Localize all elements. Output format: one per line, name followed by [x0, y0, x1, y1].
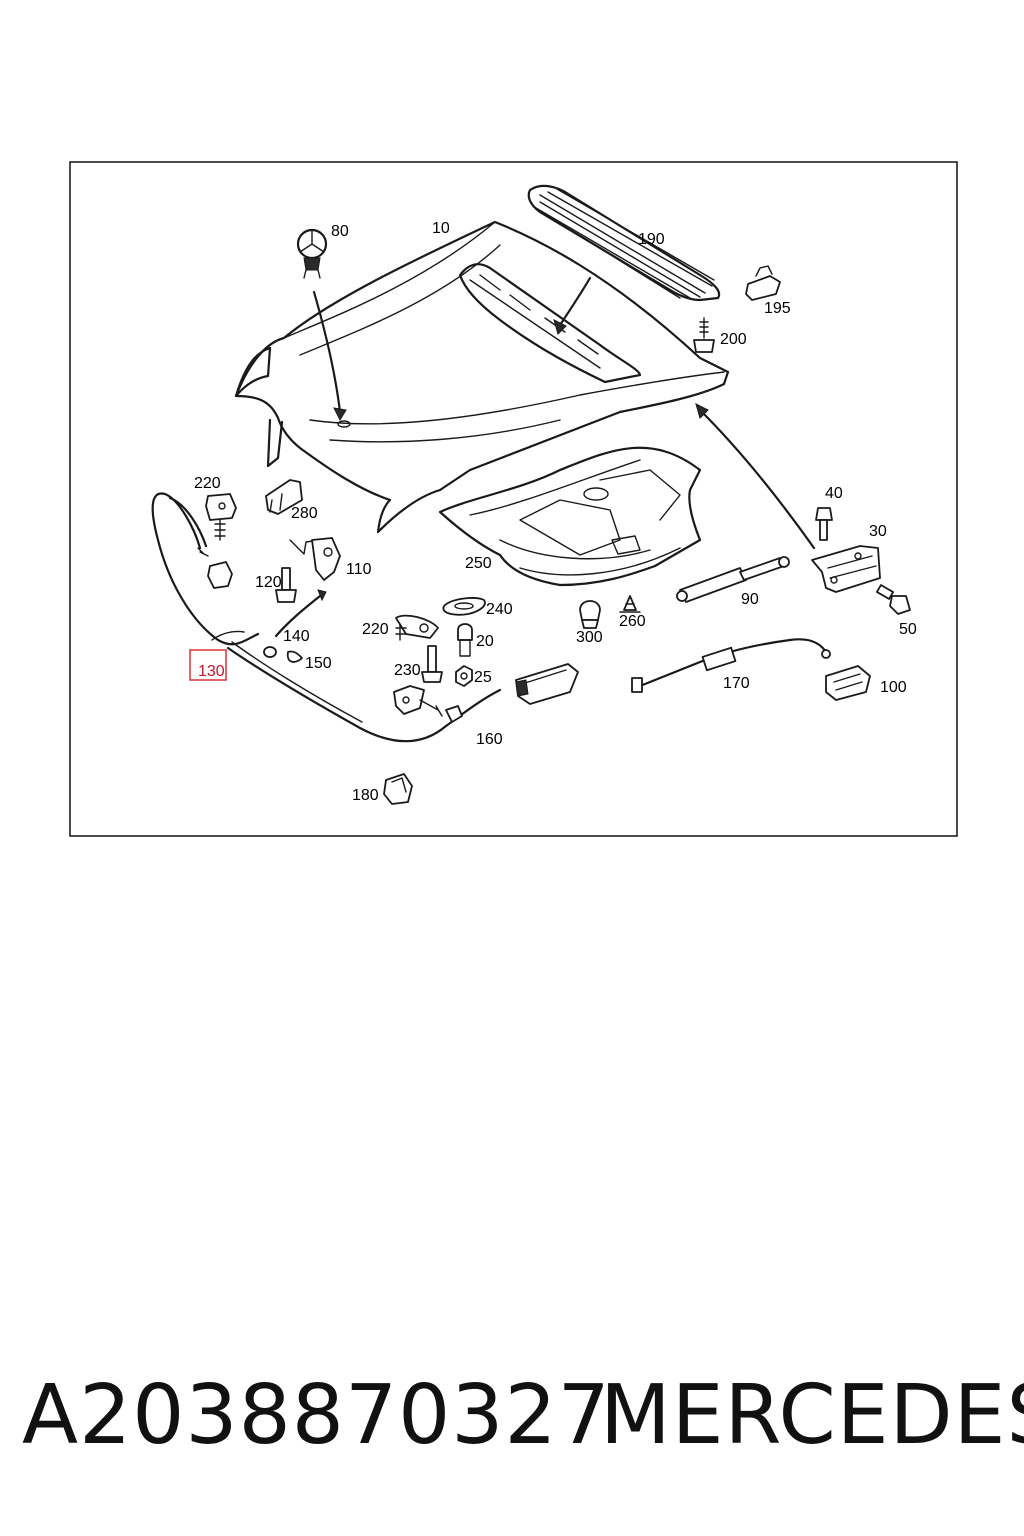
release-cable-130 — [151, 492, 260, 646]
release-lever-part-100 — [825, 665, 871, 701]
lock-part-220-left — [205, 493, 237, 541]
callout-220-left: 220 — [194, 475, 221, 492]
callout-260: 260 — [619, 613, 646, 630]
diagram-frame — [69, 161, 958, 837]
lock-part-220-center — [395, 614, 439, 641]
hood-lock-part-110 — [289, 537, 341, 581]
bolt-part-120 — [275, 567, 297, 603]
callout-20: 20 — [476, 633, 494, 650]
screw-part-200 — [693, 317, 715, 353]
assembly-arrows — [274, 276, 816, 638]
hood-parts-diagram: 10 80 190 195 200 220 280 110 120 40 30 … — [69, 161, 958, 837]
callout-195: 195 — [764, 300, 791, 317]
bolt-part-40 — [815, 507, 833, 541]
star-emblem-part — [296, 228, 328, 279]
callout-30: 30 — [869, 523, 887, 540]
callout-10: 10 — [432, 220, 450, 237]
hood-panel — [234, 220, 730, 587]
bracket-part-280 — [265, 479, 303, 515]
release-handle-cable-160 — [226, 641, 579, 743]
callout-190: 190 — [638, 231, 665, 248]
callout-25: 25 — [474, 669, 492, 686]
callout-180: 180 — [352, 787, 379, 804]
highlight-box-130 — [189, 649, 227, 681]
grommet-part-140 — [263, 646, 277, 658]
callout-160: 160 — [476, 731, 503, 748]
expanding-clip-part-260 — [619, 595, 641, 613]
callout-250: 250 — [465, 555, 492, 572]
callout-100: 100 — [880, 679, 907, 696]
callout-labels: 10 80 190 195 200 220 280 110 120 40 30 … — [189, 220, 917, 804]
callout-230: 230 — [394, 662, 421, 679]
cable-part-170 — [631, 638, 831, 693]
brand-name: MERCEDES — [600, 1368, 1024, 1463]
callout-90: 90 — [741, 591, 759, 608]
callout-220-center: 220 — [362, 621, 389, 638]
callout-300: 300 — [576, 629, 603, 646]
callout-120: 120 — [255, 574, 282, 591]
callout-80: 80 — [331, 223, 349, 240]
callout-170: 170 — [723, 675, 750, 692]
bolt-part-230 — [421, 645, 443, 683]
callout-110: 110 — [346, 561, 372, 578]
bump-stop-part-20 — [457, 623, 473, 657]
bump-part-300 — [579, 600, 601, 629]
latch-part — [393, 685, 443, 717]
air-intake-grille — [527, 184, 721, 302]
callout-200: 200 — [720, 331, 747, 348]
plate-part-240 — [442, 597, 486, 616]
callout-240: 240 — [486, 601, 513, 618]
clip-part-195 — [745, 265, 781, 301]
hinge-part-30 — [811, 545, 881, 593]
callout-130: 130 — [198, 663, 225, 680]
bolt-part-50 — [876, 584, 911, 615]
clip-part-180 — [383, 773, 413, 805]
callout-50: 50 — [899, 621, 917, 638]
callout-280: 280 — [291, 505, 318, 522]
callout-40: 40 — [825, 485, 843, 502]
part-number: A2038870327 — [22, 1368, 611, 1463]
callout-150: 150 — [305, 655, 332, 672]
clip-part-150 — [286, 650, 303, 663]
callout-140: 140 — [283, 628, 310, 645]
gas-strut-part-90 — [676, 556, 790, 603]
nut-part-25 — [455, 665, 473, 687]
